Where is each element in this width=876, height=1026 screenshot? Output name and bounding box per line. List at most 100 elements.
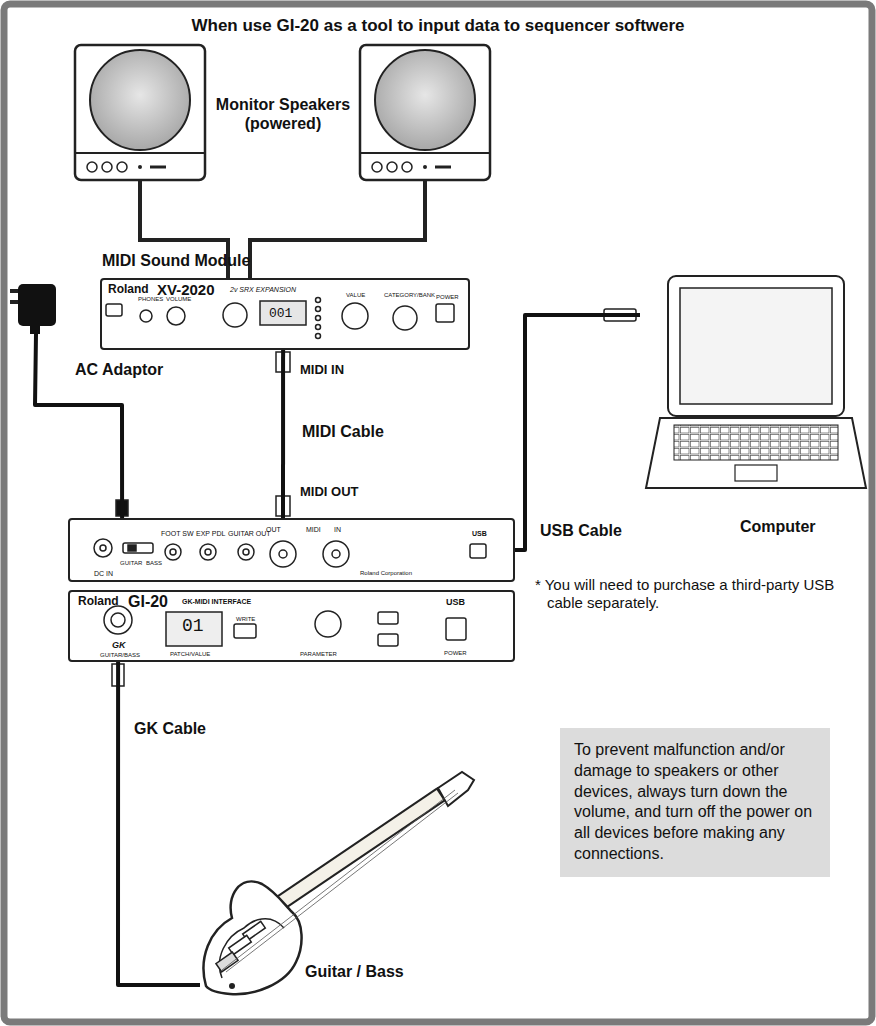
speaker-right (360, 45, 490, 180)
device-text: VOLUME (166, 296, 191, 303)
device-text: IN (334, 526, 341, 534)
sound-module-detail-part (140, 310, 152, 322)
sound-module-detail-part (342, 303, 368, 329)
sound-module-detail-part (316, 307, 321, 312)
laptop-part (680, 288, 832, 404)
gi20-rear-detail-part (170, 549, 176, 555)
gi20-rear-detail-part (100, 545, 106, 551)
speaker-right-part (423, 165, 427, 169)
note-text: To prevent malfunction and/or damage to … (574, 740, 818, 865)
cable-label: MIDI Cable (300, 421, 386, 442)
device-text: USB (472, 530, 487, 538)
sound-module: MIDI Sound ModuleRolandXV-20202v SRX EXP… (100, 278, 470, 350)
sound-module-detail-part (260, 301, 306, 325)
guitar-part (222, 790, 455, 970)
gi20-rear-panel: DC INGUITARBASSFOOT SWEXP PDLGUITAR OUTO… (68, 518, 515, 582)
gi20-front-detail (104, 606, 466, 646)
device-text: VALUE (346, 292, 365, 299)
gi20-rear-detail-part (200, 544, 216, 560)
device-text: GI-20 (128, 593, 168, 611)
sound-module-detail-part (223, 303, 247, 327)
sound-module-detail-part (436, 304, 454, 322)
device-text: PHONES (138, 296, 163, 303)
speaker-wire-part (250, 180, 425, 278)
speaker-right-part (372, 162, 382, 172)
speaker-left-part (102, 162, 112, 172)
frame (4, 4, 872, 1022)
gi20-rear-detail-part (270, 541, 296, 567)
guitar-bass: Guitar / Bass (200, 775, 470, 1000)
gi20-rear-detail-part (128, 545, 136, 551)
speaker-left-part (75, 45, 205, 180)
device-text: PARAMETER (300, 651, 337, 658)
gi20-rear-detail (94, 539, 486, 567)
speaker-right-part (360, 152, 490, 154)
guitar-part (229, 983, 235, 989)
ac-adaptor: AC Adaptor (10, 282, 62, 334)
guitar-part (216, 952, 238, 972)
device-text: MIDI Sound Module (102, 252, 250, 270)
computer: Computer (640, 270, 866, 495)
part-label: MIDI IN (300, 362, 344, 378)
speaker-right-part (435, 166, 451, 169)
sound-module-detail-part (393, 306, 417, 330)
device-text: 2v SRX EXPANSION (230, 286, 296, 294)
sound-module-detail (106, 298, 454, 339)
sound-module-detail-part (316, 325, 321, 330)
footnote: * You will need to purchase a third-part… (535, 576, 867, 612)
laptop-part (735, 465, 777, 481)
gi20-front-detail-part (446, 618, 466, 640)
device-text: GUITAR (120, 560, 142, 567)
cable (281, 350, 285, 518)
part-label: MIDI OUT (300, 484, 359, 500)
device-text: MIDI (306, 526, 321, 534)
device-text: Roland (108, 283, 149, 297)
laptop-part (646, 418, 866, 488)
device-text: FOOT SW (161, 530, 194, 538)
warning-note: To prevent malfunction and/or damage to … (560, 728, 830, 877)
speaker-left-part (90, 50, 190, 150)
speaker-left-part (150, 166, 166, 169)
device-text: POWER (436, 294, 459, 301)
device-text: GK-MIDI INTERFACE (182, 598, 251, 606)
device-text: OUT (266, 526, 281, 534)
gi20-rear-detail-part (238, 544, 254, 560)
gi20-front-detail-part (166, 612, 222, 646)
device-text: AC Adaptor (75, 361, 163, 379)
ac-adaptor-part (30, 326, 40, 334)
device-text: GK (112, 640, 126, 650)
laptop (646, 276, 866, 488)
device-text: 001 (269, 307, 292, 322)
device-text: CATEGORY/BANK (384, 292, 435, 299)
gi20-front-detail-part (104, 606, 132, 634)
gi20-rear-detail-part (323, 541, 349, 567)
gi20-front-panel: RolandGI-20GK-MIDI INTERFACEGKGUITAR/BAS… (68, 590, 515, 662)
device-text: Guitar / Bass (305, 963, 404, 981)
guitar-part (270, 795, 440, 910)
ac-adaptor (10, 284, 56, 334)
device-text: EXP PDL (196, 530, 225, 538)
device-text: BASS (146, 560, 162, 567)
cable-plug (112, 309, 636, 686)
gi20-rear-detail-part (94, 539, 112, 557)
laptop-part (668, 276, 844, 416)
speaker-left-part (138, 165, 142, 169)
ac-adaptor-part (18, 284, 56, 326)
speaker-right-part (402, 162, 412, 172)
device-text: GUITAR OUT (228, 530, 271, 538)
device-text: GUITAR/BASS (100, 652, 140, 659)
gi20-rear-detail-part (123, 543, 153, 553)
sound-module-detail-part (316, 316, 321, 321)
guitar-part (226, 793, 458, 972)
cable-label: GK Cable (132, 718, 208, 739)
guitar-part (438, 772, 474, 806)
cable (515, 315, 640, 550)
part-label: Monitor Speakers (powered) (208, 95, 358, 133)
gi20-rear-detail-part (243, 549, 249, 555)
cable (118, 662, 200, 985)
sound-module-detail-part (316, 334, 321, 339)
device-text: Computer (740, 518, 816, 536)
device-text: USB (446, 597, 465, 607)
gi20-front-detail-part (378, 612, 398, 624)
device-text: 01 (182, 616, 204, 637)
